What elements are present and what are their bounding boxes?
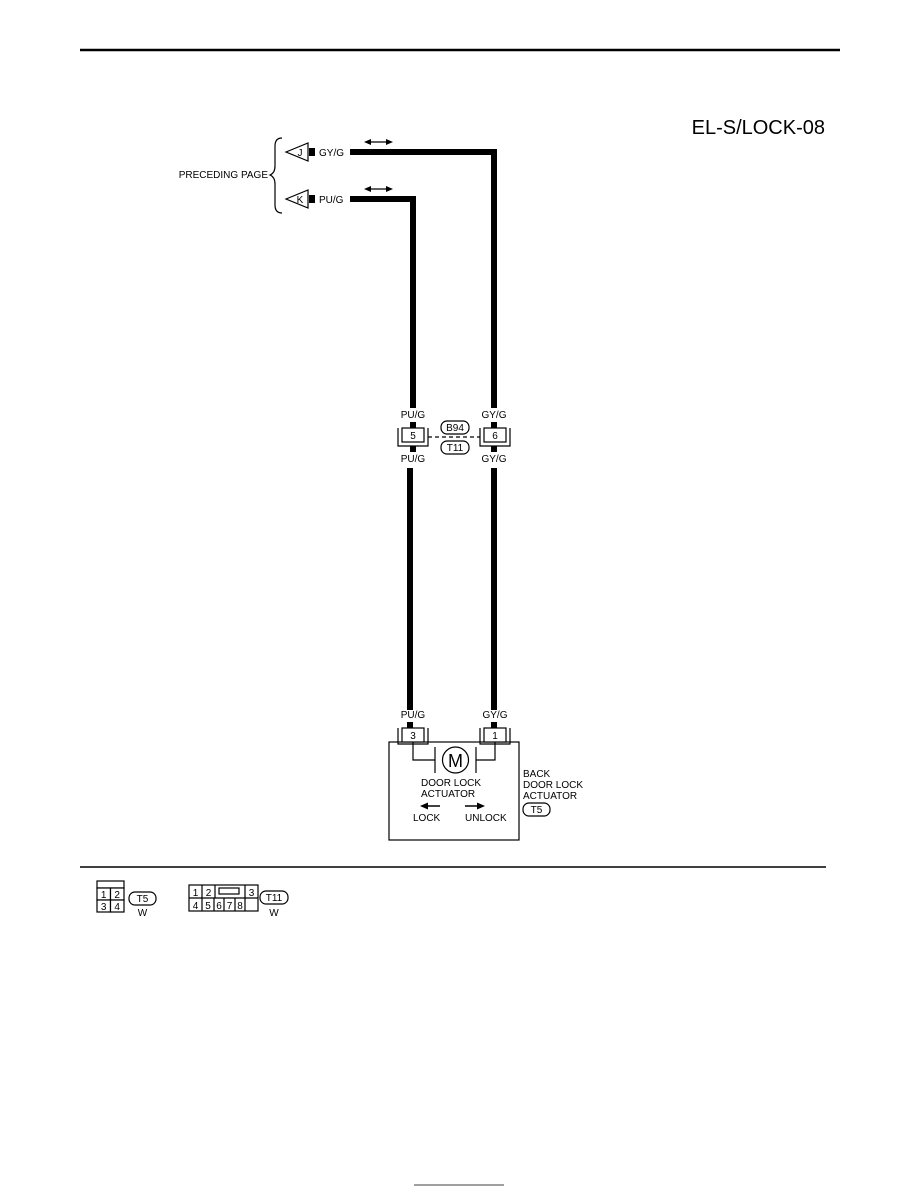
svg-text:4: 4 — [193, 901, 199, 912]
wire-gy-g-upper — [350, 149, 497, 408]
arrow-left-icon — [420, 802, 440, 810]
svg-text:W: W — [138, 908, 148, 919]
joint-pin-5: 5 — [397, 427, 429, 447]
svg-text:6: 6 — [492, 431, 498, 442]
svg-text:T5: T5 — [531, 805, 543, 816]
svg-text:3: 3 — [101, 902, 107, 913]
svg-text:3: 3 — [410, 731, 416, 742]
unlock-label: UNLOCK — [465, 813, 507, 824]
motor-wiring — [412, 742, 496, 761]
svg-text:B94: B94 — [446, 423, 464, 434]
component-name-2: DOOR LOCK — [523, 780, 583, 791]
actuator-inner-label-2: ACTUATOR — [421, 789, 475, 800]
component-code-t5: T5 — [522, 802, 551, 817]
actuator-pin1-wire: GY/G — [482, 710, 507, 721]
preceding-page-brace — [268, 137, 283, 214]
svg-text:T11: T11 — [447, 443, 464, 454]
connector-view-t5: 1 2 3 4 T5 W — [96, 880, 157, 919]
svg-text:T5: T5 — [137, 894, 149, 905]
component-name-3: ACTUATOR — [523, 791, 577, 802]
svg-text:1: 1 — [101, 890, 107, 901]
svg-text:M: M — [448, 751, 463, 771]
joint-pin6-wire-bottom: GY/G — [481, 454, 506, 465]
svg-text:5: 5 — [410, 431, 416, 442]
svg-text:3: 3 — [249, 888, 255, 899]
svg-text:T11: T11 — [266, 893, 283, 904]
svg-text:4: 4 — [114, 902, 120, 913]
svg-text:8: 8 — [237, 901, 243, 912]
svg-text:5: 5 — [205, 901, 211, 912]
joint-pin5-wire-bottom: PU/G — [401, 454, 426, 465]
connector-k: K PU/G — [284, 189, 344, 209]
lock-label: LOCK — [413, 813, 441, 824]
arrow-right-icon — [465, 802, 485, 810]
preceding-page-label: PRECEDING PAGE — [179, 170, 269, 181]
actuator-inner-label-1: DOOR LOCK — [421, 778, 481, 789]
bidirectional-arrow-icon — [364, 139, 393, 145]
connector-j: J GY/G — [284, 142, 344, 162]
joint-pin6-wire-top: GY/G — [481, 410, 506, 421]
connector-view-t11: 1 2 3 4 5 6 7 8 T11 W — [188, 884, 289, 919]
actuator-body — [388, 741, 520, 841]
joint-code-t11: T11 — [440, 440, 470, 455]
svg-text:2: 2 — [206, 888, 212, 899]
joint-pin5-wire-top: PU/G — [401, 410, 426, 421]
svg-text:W: W — [269, 908, 279, 919]
page-title: EL-S/LOCK-08 — [692, 117, 825, 139]
actuator-pin-1: 1 — [479, 727, 511, 745]
svg-text:1: 1 — [492, 731, 498, 742]
joint-pin-6: 6 — [479, 427, 511, 447]
svg-text:J: J — [298, 148, 303, 159]
svg-text:K: K — [297, 195, 304, 206]
svg-text:7: 7 — [227, 901, 233, 912]
joint-code-b94: B94 — [440, 420, 470, 435]
actuator-pin3-wire: PU/G — [401, 710, 426, 721]
wire-pu-g-upper — [350, 196, 416, 408]
actuator-pin-3: 3 — [397, 727, 429, 745]
motor-icon: M — [441, 746, 470, 774]
svg-text:6: 6 — [216, 901, 222, 912]
svg-text:1: 1 — [193, 888, 199, 899]
component-name-1: BACK — [523, 769, 551, 780]
svg-text:GY/G: GY/G — [319, 148, 344, 159]
bidirectional-arrow-icon — [364, 186, 393, 192]
svg-text:2: 2 — [114, 890, 120, 901]
svg-text:PU/G: PU/G — [319, 195, 344, 206]
